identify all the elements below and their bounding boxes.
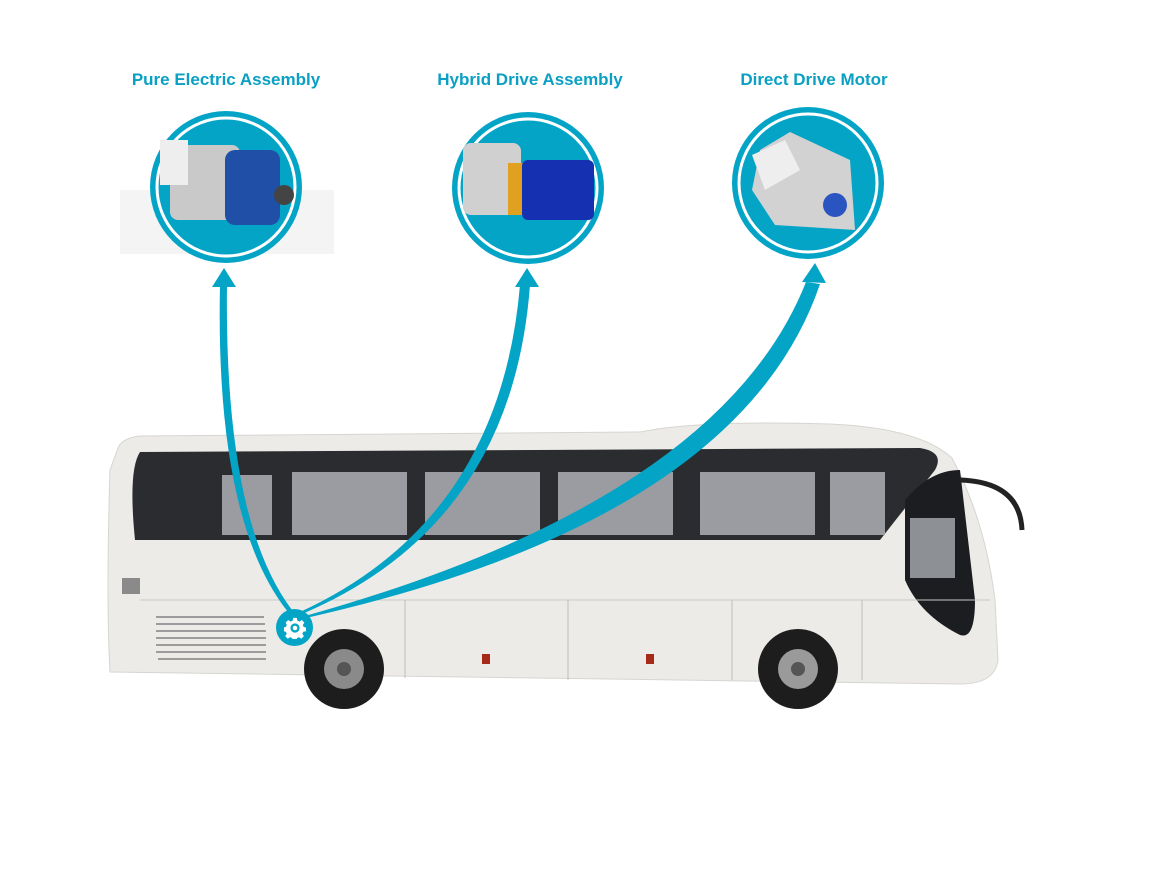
product-circle-pure-electric[interactable] [120,111,334,263]
arrow-head-icon [212,268,236,287]
product-title-pure-electric[interactable]: Pure Electric Assembly [131,70,321,89]
arrow-head-icon [802,263,826,283]
hotspot-button[interactable] [276,609,313,646]
product-title-hybrid[interactable]: Hybrid Drive Assembly [437,70,623,89]
motor-assembly-image [160,140,294,225]
hybrid-drive-image [463,143,594,220]
gear-icon [283,617,306,639]
arrow-pure-electric [219,285,292,612]
product-circle-hybrid[interactable] [452,112,604,264]
product-title-direct-drive[interactable]: Direct Drive Motor [740,70,888,89]
direct-drive-motor-image [752,132,855,230]
arrow-head-icon [515,268,539,287]
product-circle-direct-drive[interactable] [732,107,884,259]
connector-arrows [212,263,826,618]
bus-image [107,422,1025,709]
arrow-hybrid [300,285,530,614]
